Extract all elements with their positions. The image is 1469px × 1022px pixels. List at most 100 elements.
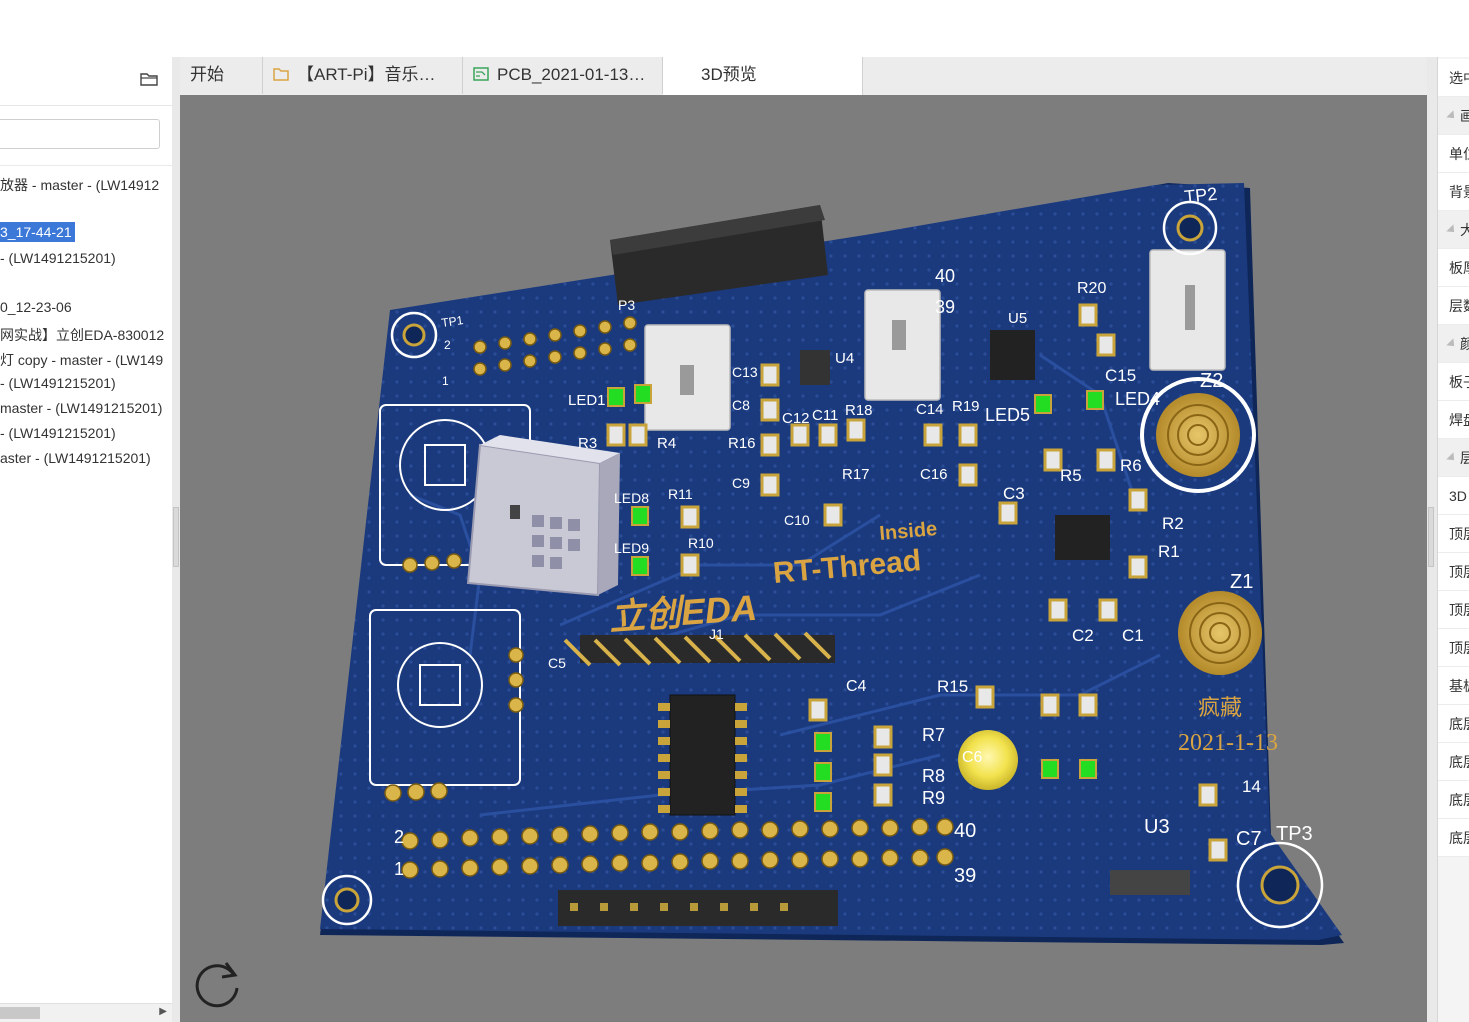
tab-start[interactable]: 开始 — [180, 57, 263, 94]
prop-row[interactable]: 顶层 — [1438, 629, 1469, 667]
svg-text:P3: P3 — [618, 297, 635, 313]
svg-text:U4: U4 — [835, 350, 854, 367]
svg-text:C7: C7 — [1236, 828, 1262, 850]
svg-text:J1: J1 — [709, 626, 724, 642]
tree-item[interactable]: 0_12-23-06 — [0, 299, 72, 315]
svg-text:C13: C13 — [732, 364, 758, 380]
tab-project[interactable]: 【ART-Pi】音乐… — [263, 57, 463, 94]
prop-row[interactable]: 顶层 — [1438, 515, 1469, 553]
prop-section-header[interactable]: 层 — [1438, 439, 1469, 477]
header-p3 — [610, 205, 828, 305]
prop-row[interactable]: 背景 — [1438, 173, 1469, 211]
svg-text:C9: C9 — [732, 475, 750, 491]
prop-row[interactable]: 3D — [1438, 477, 1469, 515]
tree-item-selected[interactable]: 3_17-44-21 — [0, 222, 75, 242]
svg-text:C1: C1 — [1122, 626, 1144, 645]
pcb-3d-render[interactable]: TP1 TP2 TP3 P3 U4 U5 U3 Z2 Z1 LED1 LED4 … — [180, 95, 1427, 1022]
right-panel-splitter[interactable] — [1427, 57, 1437, 1022]
pcb-date-text: 2021-1-13 — [1178, 730, 1278, 756]
project-search-box[interactable] — [0, 119, 160, 149]
svg-text:C15: C15 — [1105, 366, 1136, 385]
tree-item[interactable]: - (LW1491215201) — [0, 375, 116, 391]
gas-sensor-module — [466, 435, 620, 597]
tab-3d-preview[interactable]: 3D预览 — [663, 57, 863, 95]
svg-text:R4: R4 — [657, 435, 676, 452]
prop-row[interactable]: 底层 — [1438, 743, 1469, 781]
prop-row[interactable]: 底层 — [1438, 781, 1469, 819]
tab-pcb[interactable]: PCB_2021-01-13… — [463, 57, 663, 94]
tree-item[interactable]: 网实战】立创EDA-830012 — [0, 327, 165, 343]
svg-text:R2: R2 — [1162, 514, 1184, 533]
svg-text:R16: R16 — [728, 435, 756, 452]
splitter-grip[interactable] — [173, 507, 179, 567]
tree-item[interactable]: - (LW1491215201) — [0, 250, 116, 266]
open-folder-icon[interactable] — [140, 72, 158, 86]
svg-text:TP1: TP1 — [440, 313, 464, 330]
top-toolbar — [0, 0, 1469, 58]
svg-text:40: 40 — [954, 820, 976, 842]
tree-item[interactable]: - (LW1491215201) — [0, 425, 116, 441]
scroll-right-arrow-icon[interactable]: ▶ — [159, 1006, 167, 1017]
tree-item[interactable]: 放器 - master - (LW14912 — [0, 177, 160, 193]
prop-row[interactable]: 顶层 — [1438, 591, 1469, 629]
prop-row[interactable]: 底层 — [1438, 819, 1469, 857]
svg-text:C3: C3 — [1003, 484, 1025, 503]
project-tree-panel: 放器 - master - (LW14912 3_17-44-21 - (LW1… — [0, 57, 173, 1022]
svg-text:1: 1 — [394, 859, 404, 879]
svg-text:LED1: LED1 — [568, 392, 606, 409]
svg-text:C5: C5 — [548, 655, 566, 671]
prop-row[interactable]: 顶层 — [1438, 553, 1469, 591]
ic-chips — [669, 330, 1190, 895]
svg-text:C6: C6 — [962, 749, 983, 766]
header-j1 — [563, 631, 835, 667]
svg-text:C11: C11 — [812, 407, 838, 424]
svg-text:R7: R7 — [922, 725, 945, 745]
svg-text:1: 1 — [442, 374, 449, 388]
svg-text:Z1: Z1 — [1230, 571, 1253, 593]
silkscreen-labels: TP1 TP2 TP3 P3 U4 U5 U3 Z2 Z1 LED1 LED4 … — [394, 184, 1313, 887]
tree-item[interactable]: aster - (LW1491215201) — [0, 450, 151, 466]
prop-row[interactable]: 板子 — [1438, 363, 1469, 401]
prop-row[interactable]: 单位 — [1438, 135, 1469, 173]
svg-text:Z2: Z2 — [1200, 370, 1223, 392]
gpio-pins — [384, 316, 954, 879]
scrollbar-thumb[interactable] — [0, 1007, 40, 1019]
prop-row[interactable]: 焊盘 — [1438, 401, 1469, 439]
prop-row[interactable]: 板厚 — [1438, 249, 1469, 287]
mounting-holes — [321, 200, 1324, 929]
prop-row[interactable]: 底层 — [1438, 705, 1469, 743]
svg-text:40: 40 — [935, 266, 955, 286]
tree-item[interactable]: 灯 copy - master - (LW149 — [0, 352, 164, 368]
tree-item[interactable]: master - (LW1491215201) — [0, 400, 163, 416]
svg-text:2: 2 — [394, 827, 404, 847]
svg-text:R20: R20 — [1077, 280, 1106, 297]
prop-section-header[interactable]: 颜 — [1438, 325, 1469, 363]
svg-text:TP3: TP3 — [1276, 823, 1313, 845]
svg-text:C10: C10 — [784, 512, 810, 528]
prop-row[interactable]: 基板 — [1438, 667, 1469, 705]
svg-text:C16: C16 — [920, 466, 948, 483]
bottom-header — [558, 890, 838, 926]
project-tree: 放器 - master - (LW14912 3_17-44-21 - (LW1… — [0, 165, 172, 466]
document-tab-bar: 开始 【ART-Pi】音乐… PCB_2021-01-13… 3D预览 — [180, 57, 1427, 96]
splitter-grip[interactable] — [1428, 507, 1434, 567]
3d-preview-viewport[interactable]: TP1 TP2 TP3 P3 U4 U5 U3 Z2 Z1 LED1 LED4 … — [180, 95, 1427, 1022]
project-panel-header — [0, 57, 172, 106]
prop-section-header[interactable]: 画 — [1438, 97, 1469, 135]
svg-text:R1: R1 — [1158, 542, 1180, 561]
project-search-input[interactable] — [3, 120, 157, 148]
prop-row[interactable]: 层数 — [1438, 287, 1469, 325]
svg-text:C14: C14 — [916, 401, 944, 418]
svg-text:39: 39 — [935, 297, 955, 317]
left-panel-splitter[interactable] — [172, 57, 180, 1022]
svg-text:R3: R3 — [578, 435, 597, 452]
yellow-led — [958, 730, 1018, 790]
svg-text:R8: R8 — [922, 766, 945, 786]
touch-pads — [1140, 377, 1262, 675]
svg-text:2: 2 — [444, 338, 451, 352]
prop-section-header[interactable]: 大 — [1438, 211, 1469, 249]
svg-text:R10: R10 — [688, 535, 714, 551]
reset-view-icon[interactable] — [190, 955, 246, 1011]
horizontal-scrollbar[interactable]: ▶ — [0, 1003, 172, 1022]
svg-text:C4: C4 — [846, 678, 867, 695]
